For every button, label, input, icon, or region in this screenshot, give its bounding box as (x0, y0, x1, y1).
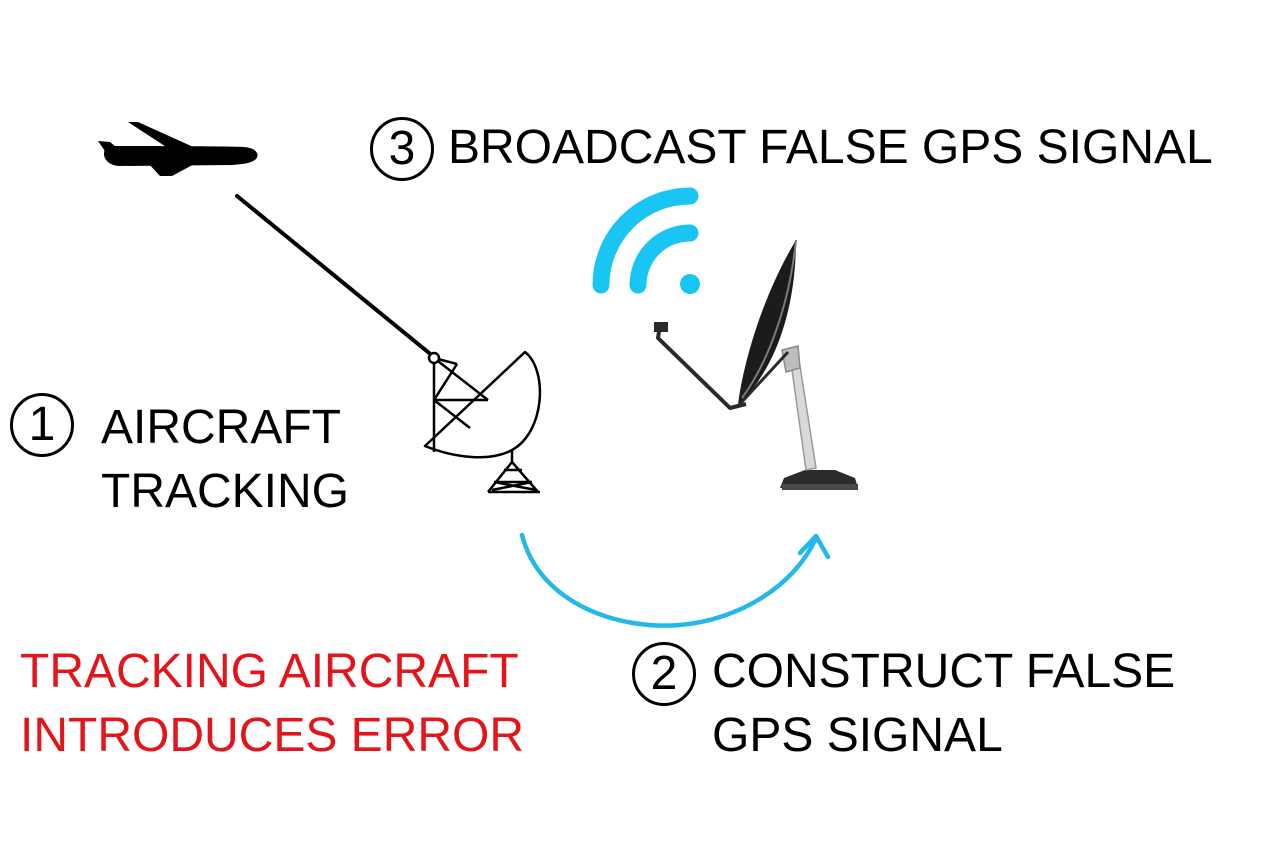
warning-label-line-1: TRACKING AIRCRAFT (20, 645, 519, 698)
step-1-label-line-1: AIRCRAFT (101, 401, 341, 454)
step-2-label-line-1: CONSTRUCT FALSE (712, 645, 1176, 698)
step-1-number: 1 (10, 393, 74, 457)
satellite-dish-icon (654, 239, 858, 490)
warning-label-line-2: INTRODUCES ERROR (20, 709, 525, 762)
step-2-number: 2 (632, 642, 696, 706)
curved-arrow-icon (519, 532, 831, 628)
step-3-label-line-1: BROADCAST FALSE GPS SIGNAL (448, 121, 1213, 174)
step-1-label: AIRCRAFT TRACKING (101, 396, 349, 524)
step-2-label: CONSTRUCT FALSE GPS SIGNAL (712, 640, 1175, 768)
tracking-line (235, 194, 436, 359)
warning-label: TRACKING AIRCRAFT INTRODUCES ERROR (20, 640, 524, 768)
wifi-signal-icon (592, 187, 700, 294)
step-1-label-line-2: TRACKING (101, 465, 350, 518)
step-3-number: 3 (370, 117, 434, 181)
step-2-label-line-2: GPS SIGNAL (712, 709, 1003, 762)
step-3-label: BROADCAST FALSE GPS SIGNAL (448, 116, 1213, 180)
tracking-dish-icon (423, 350, 542, 494)
airplane-icon (98, 122, 258, 176)
